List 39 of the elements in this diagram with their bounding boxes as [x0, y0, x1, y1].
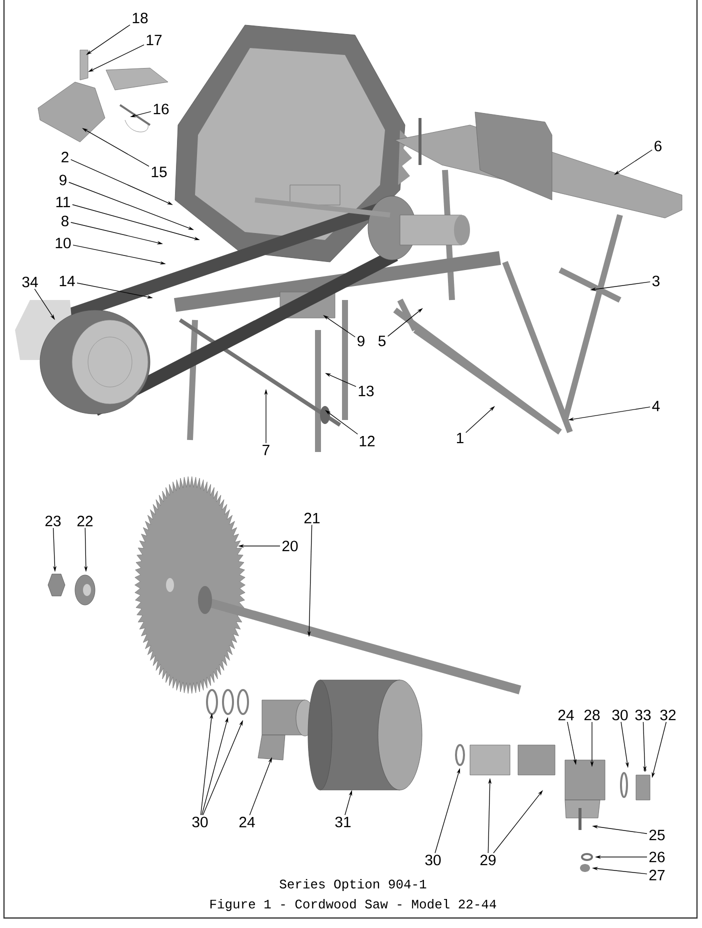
callout-number: 8	[62, 216, 68, 226]
callout-number: 6	[654, 140, 662, 152]
callout-number: 30	[192, 816, 208, 828]
callout-number: 5	[378, 336, 386, 346]
callout-number: 28	[584, 710, 600, 720]
callout-number: 23	[45, 516, 61, 526]
callout-number: 27	[649, 870, 665, 880]
callout-number: 1	[456, 432, 464, 444]
callout-number: 9	[358, 336, 364, 346]
callout-number: 7	[262, 444, 270, 456]
callout-number: 9	[60, 174, 66, 186]
callout-number: 33	[635, 710, 651, 720]
callout-number: 34	[22, 276, 38, 288]
callout-number: 29	[480, 854, 496, 866]
callout-number: 10	[56, 238, 71, 248]
callout-number: 18	[132, 12, 148, 24]
callout-number: 13	[358, 386, 374, 396]
caption: Figure 1 - Cordwood Saw - Model 22-44	[210, 898, 496, 912]
callout-number: 11	[56, 196, 70, 208]
callout-number: 20	[282, 540, 298, 552]
callout-number: 24	[558, 710, 574, 720]
callout-number: 32	[660, 710, 676, 720]
callout-number: 14	[60, 276, 75, 286]
callout-number: 12	[360, 436, 375, 446]
callout-number: 3	[652, 276, 660, 286]
callout-number: 30	[612, 710, 628, 720]
callout-number: 2	[62, 152, 68, 162]
callout-number: 16	[154, 104, 169, 114]
callout-number: 21	[304, 512, 320, 524]
callout-number: 24	[239, 816, 255, 828]
callout-number: 31	[335, 816, 351, 828]
callout-number: 17	[146, 34, 162, 46]
callout-number: 4	[652, 400, 660, 412]
callout-number: 25	[649, 830, 665, 840]
callout-number: 22	[77, 516, 93, 526]
series-label: Series Option 904-1	[280, 878, 426, 892]
callout-number: 15	[152, 166, 167, 178]
callout-number: 30	[425, 854, 441, 866]
callout-number: 26	[649, 852, 665, 862]
